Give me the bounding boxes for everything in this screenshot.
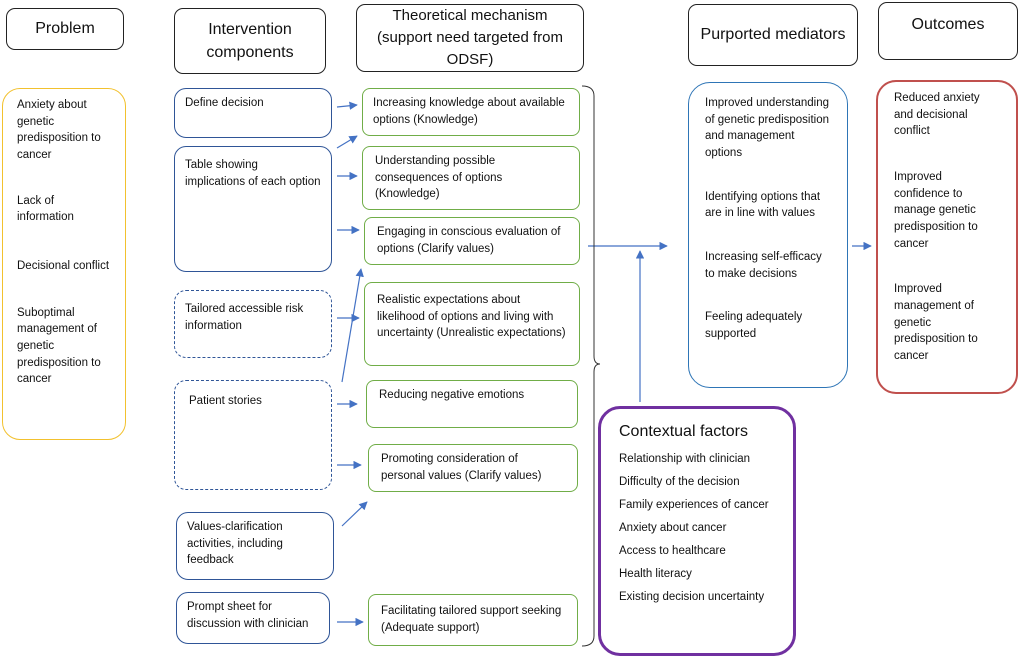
component-label: Prompt sheet for discussion with clinici… [187,601,309,630]
arrow-define-to-knowledge [336,101,358,110]
arrow-stories-to-evaluation [341,268,364,383]
contextual-factors-box: Contextual factors Relationship with cli… [598,406,796,656]
problem-item: Suboptimal management of genetic predisp… [17,306,101,386]
component-values-clarification: Values-clarification activities, includi… [176,512,334,580]
component-risk-information: Tailored accessible risk information [174,290,332,358]
component-label: Define decision [185,97,264,109]
component-label: Tailored accessible risk information [185,303,304,332]
component-define-decision: Define decision [174,88,332,138]
outcome-item: Improved management of genetic predispos… [894,283,978,363]
header-mediators: Purported mediators [688,4,858,66]
mechanisms-brace [581,85,601,647]
mechanism-label: Promoting consideration of personal valu… [381,453,542,482]
component-table-implications: Table showing implications of each optio… [174,146,332,272]
problem-item: Decisional conflict [17,260,110,273]
mechanism-support-seeking: Facilitating tailored support seeking (A… [368,594,578,646]
header-intervention: Intervention components [174,8,326,74]
header-intervention-label: Intervention components [206,20,294,61]
contextual-factor-item: Difficulty of the decision [619,476,740,488]
header-mechanism-label: Theoretical mechanism (support need targ… [377,7,563,68]
arrow-table-to-knowledge [336,135,358,149]
component-prompt-sheet: Prompt sheet for discussion with clinici… [176,592,330,644]
mechanism-realistic-expectations: Realistic expectations about likelihood … [364,282,580,366]
outcome-item: Reduced anxiety and decisional conflict [894,92,980,138]
contextual-factor-item: Anxiety about cancer [619,522,727,534]
contextual-factor-item: Relationship with clinician [619,453,751,465]
header-outcomes: Outcomes [878,2,1018,60]
mechanism-conscious-evaluation: Engaging in conscious evaluation of opti… [364,217,580,265]
component-label: Values-clarification activities, includi… [187,521,283,567]
outcomes-box: Reduced anxiety and decisional conflict … [876,80,1018,394]
problem-item: Lack of information [17,194,74,224]
problem-box: Anxiety about genetic predisposition to … [2,88,126,440]
mechanism-personal-values: Promoting consideration of personal valu… [368,444,578,492]
contextual-factor-item: Access to healthcare [619,545,726,557]
mechanism-label: Engaging in conscious evaluation of opti… [377,226,561,255]
mechanism-label: Reducing negative emotions [379,389,525,401]
mechanism-label: Understanding possible consequences of o… [375,155,503,201]
contextual-factor-item: Existing decision uncertainty [619,591,765,603]
mechanism-label: Realistic expectations about likelihood … [377,294,566,340]
mechanism-knowledge-consequences: Understanding possible consequences of o… [362,146,580,210]
mechanism-label: Increasing knowledge about available opt… [373,97,565,126]
mechanism-label: Facilitating tailored support seeking (A… [381,605,562,634]
header-problem: Problem [6,8,124,50]
contextual-factor-item: Family experiences of cancer [619,499,769,511]
mediator-item: Feeling adequately supported [705,311,803,341]
header-mechanism: Theoretical mechanism (support need targ… [356,4,584,72]
mechanism-negative-emotions: Reducing negative emotions [366,380,578,428]
problem-item: Anxiety about genetic predisposition to … [17,99,101,162]
mediators-box: Improved understanding of genetic predis… [688,82,848,388]
component-label: Table showing implications of each optio… [185,159,321,188]
mediator-item: Increasing self-efficacy to make decisio… [705,251,822,280]
component-patient-stories: Patient stories [174,380,332,490]
mediator-item: Improved understanding of genetic predis… [705,97,830,160]
mediator-item: Identifying options that are in line wit… [705,190,821,220]
component-label: Patient stories [189,395,262,407]
mechanism-knowledge-options: Increasing knowledge about available opt… [362,88,580,136]
contextual-factors-title: Contextual factors [619,423,748,440]
header-mediators-label: Purported mediators [700,26,846,44]
header-outcomes-label: Outcomes [911,16,985,33]
contextual-factor-item: Health literacy [619,568,692,580]
outcome-item: Improved confidence to manage genetic pr… [894,171,978,250]
header-problem-label: Problem [35,20,95,38]
arrow-activities-to-values [341,501,368,527]
